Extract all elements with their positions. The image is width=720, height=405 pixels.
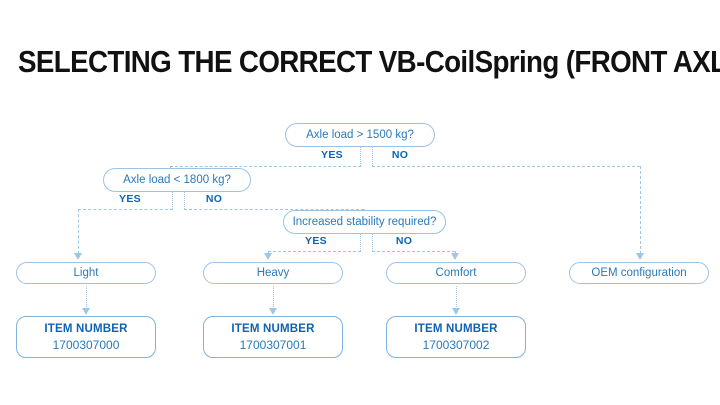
branch-label-d1-yes: YES bbox=[321, 149, 343, 161]
branch-label-d2-yes: YES bbox=[119, 193, 141, 205]
arrowhead-to-light bbox=[73, 253, 82, 260]
arrowhead-to-oem bbox=[635, 253, 644, 260]
connector-d1-yes-stem bbox=[360, 147, 361, 166]
arrowhead-comfort-to-item bbox=[451, 308, 460, 315]
result-light-label: Light bbox=[73, 266, 99, 279]
result-comfort-label: Comfort bbox=[435, 266, 477, 279]
decision-axle-load-1500[interactable]: Axle load > 1500 kg? bbox=[285, 123, 435, 147]
branch-label-d3-yes: YES bbox=[305, 235, 327, 247]
item-number-card-light-title: ITEM NUMBER bbox=[44, 323, 128, 335]
connector-d2-yes-stem bbox=[172, 191, 173, 209]
result-light[interactable]: Light bbox=[16, 262, 156, 284]
connector-d1-no-horizontal bbox=[372, 166, 640, 167]
connector-d3-yes-stem bbox=[360, 233, 361, 251]
connector-d1-no-vertical bbox=[640, 166, 641, 254]
connector-d3-no-horizontal bbox=[372, 251, 455, 252]
connector-d2-yes-horizontal bbox=[78, 209, 173, 210]
connector-comfort-to-item bbox=[456, 286, 457, 309]
connector-d3-yes-horizontal bbox=[268, 251, 361, 252]
page-title: SELECTING THE CORRECT VB-CoilSpring (FRO… bbox=[18, 44, 720, 79]
decision-axle-load-1800[interactable]: Axle load < 1800 kg? bbox=[103, 168, 251, 192]
arrowhead-to-comfort bbox=[450, 253, 459, 260]
result-heavy-label: Heavy bbox=[256, 266, 290, 279]
branch-label-d3-no: NO bbox=[395, 235, 413, 247]
decision-axle-load-1800-label: Axle load < 1800 kg? bbox=[123, 173, 231, 186]
connector-light-to-item bbox=[86, 286, 87, 309]
decision-increased-stability-label: Increased stability required? bbox=[292, 215, 437, 228]
connector-d1-yes-horizontal bbox=[170, 166, 361, 167]
arrowhead-to-heavy bbox=[263, 253, 272, 260]
result-oem-configuration[interactable]: OEM configuration bbox=[569, 262, 709, 284]
connector-heavy-to-item bbox=[273, 286, 274, 309]
item-number-card-comfort[interactable]: ITEM NUMBER 1700307002 bbox=[386, 316, 526, 358]
item-number-card-heavy-title: ITEM NUMBER bbox=[231, 323, 315, 335]
item-number-card-light-value: 1700307000 bbox=[52, 338, 120, 352]
result-comfort[interactable]: Comfort bbox=[386, 262, 526, 284]
item-number-card-comfort-value: 1700307002 bbox=[422, 338, 490, 352]
branch-label-d1-no: NO bbox=[391, 149, 409, 161]
arrowhead-light-to-item bbox=[81, 308, 90, 315]
branch-label-d2-no: NO bbox=[205, 193, 223, 205]
arrowhead-heavy-to-item bbox=[268, 308, 277, 315]
connector-d3-no-stem bbox=[372, 233, 373, 251]
connector-d2-no-stem bbox=[184, 191, 185, 209]
result-heavy[interactable]: Heavy bbox=[203, 262, 343, 284]
decision-axle-load-1500-label: Axle load > 1500 kg? bbox=[306, 128, 414, 141]
result-oem-configuration-label: OEM configuration bbox=[591, 266, 687, 279]
connector-d1-no-stem bbox=[372, 147, 373, 166]
item-number-card-heavy-value: 1700307001 bbox=[239, 338, 307, 352]
decision-increased-stability[interactable]: Increased stability required? bbox=[283, 210, 446, 234]
item-number-card-heavy[interactable]: ITEM NUMBER 1700307001 bbox=[203, 316, 343, 358]
connector-d2-no-horizontal bbox=[184, 209, 364, 210]
item-number-card-light[interactable]: ITEM NUMBER 1700307000 bbox=[16, 316, 156, 358]
connector-d2-yes-vertical bbox=[78, 209, 79, 254]
item-number-card-comfort-title: ITEM NUMBER bbox=[414, 323, 498, 335]
